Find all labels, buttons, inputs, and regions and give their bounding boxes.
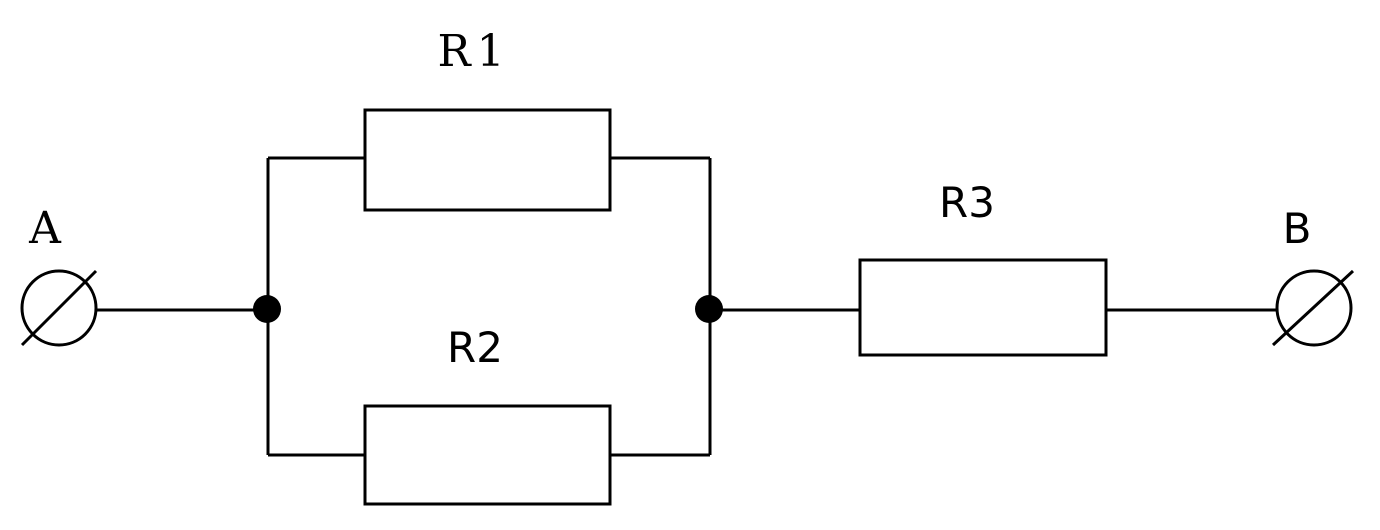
resistor-r3 [858, 258, 1108, 357]
resistor-r2 [363, 404, 612, 506]
terminal-b-icon [1271, 269, 1355, 347]
terminal-a-icon [20, 269, 98, 347]
label-terminal-a: A [28, 203, 62, 254]
label-r2: R2 [447, 323, 503, 372]
resistor-r1 [363, 108, 612, 212]
junction-dot-left [253, 295, 281, 323]
label-terminal-b: B [1283, 204, 1312, 253]
label-r1: R1 [437, 26, 510, 77]
label-r3: R3 [939, 178, 995, 227]
junction-dot-right [695, 295, 723, 323]
